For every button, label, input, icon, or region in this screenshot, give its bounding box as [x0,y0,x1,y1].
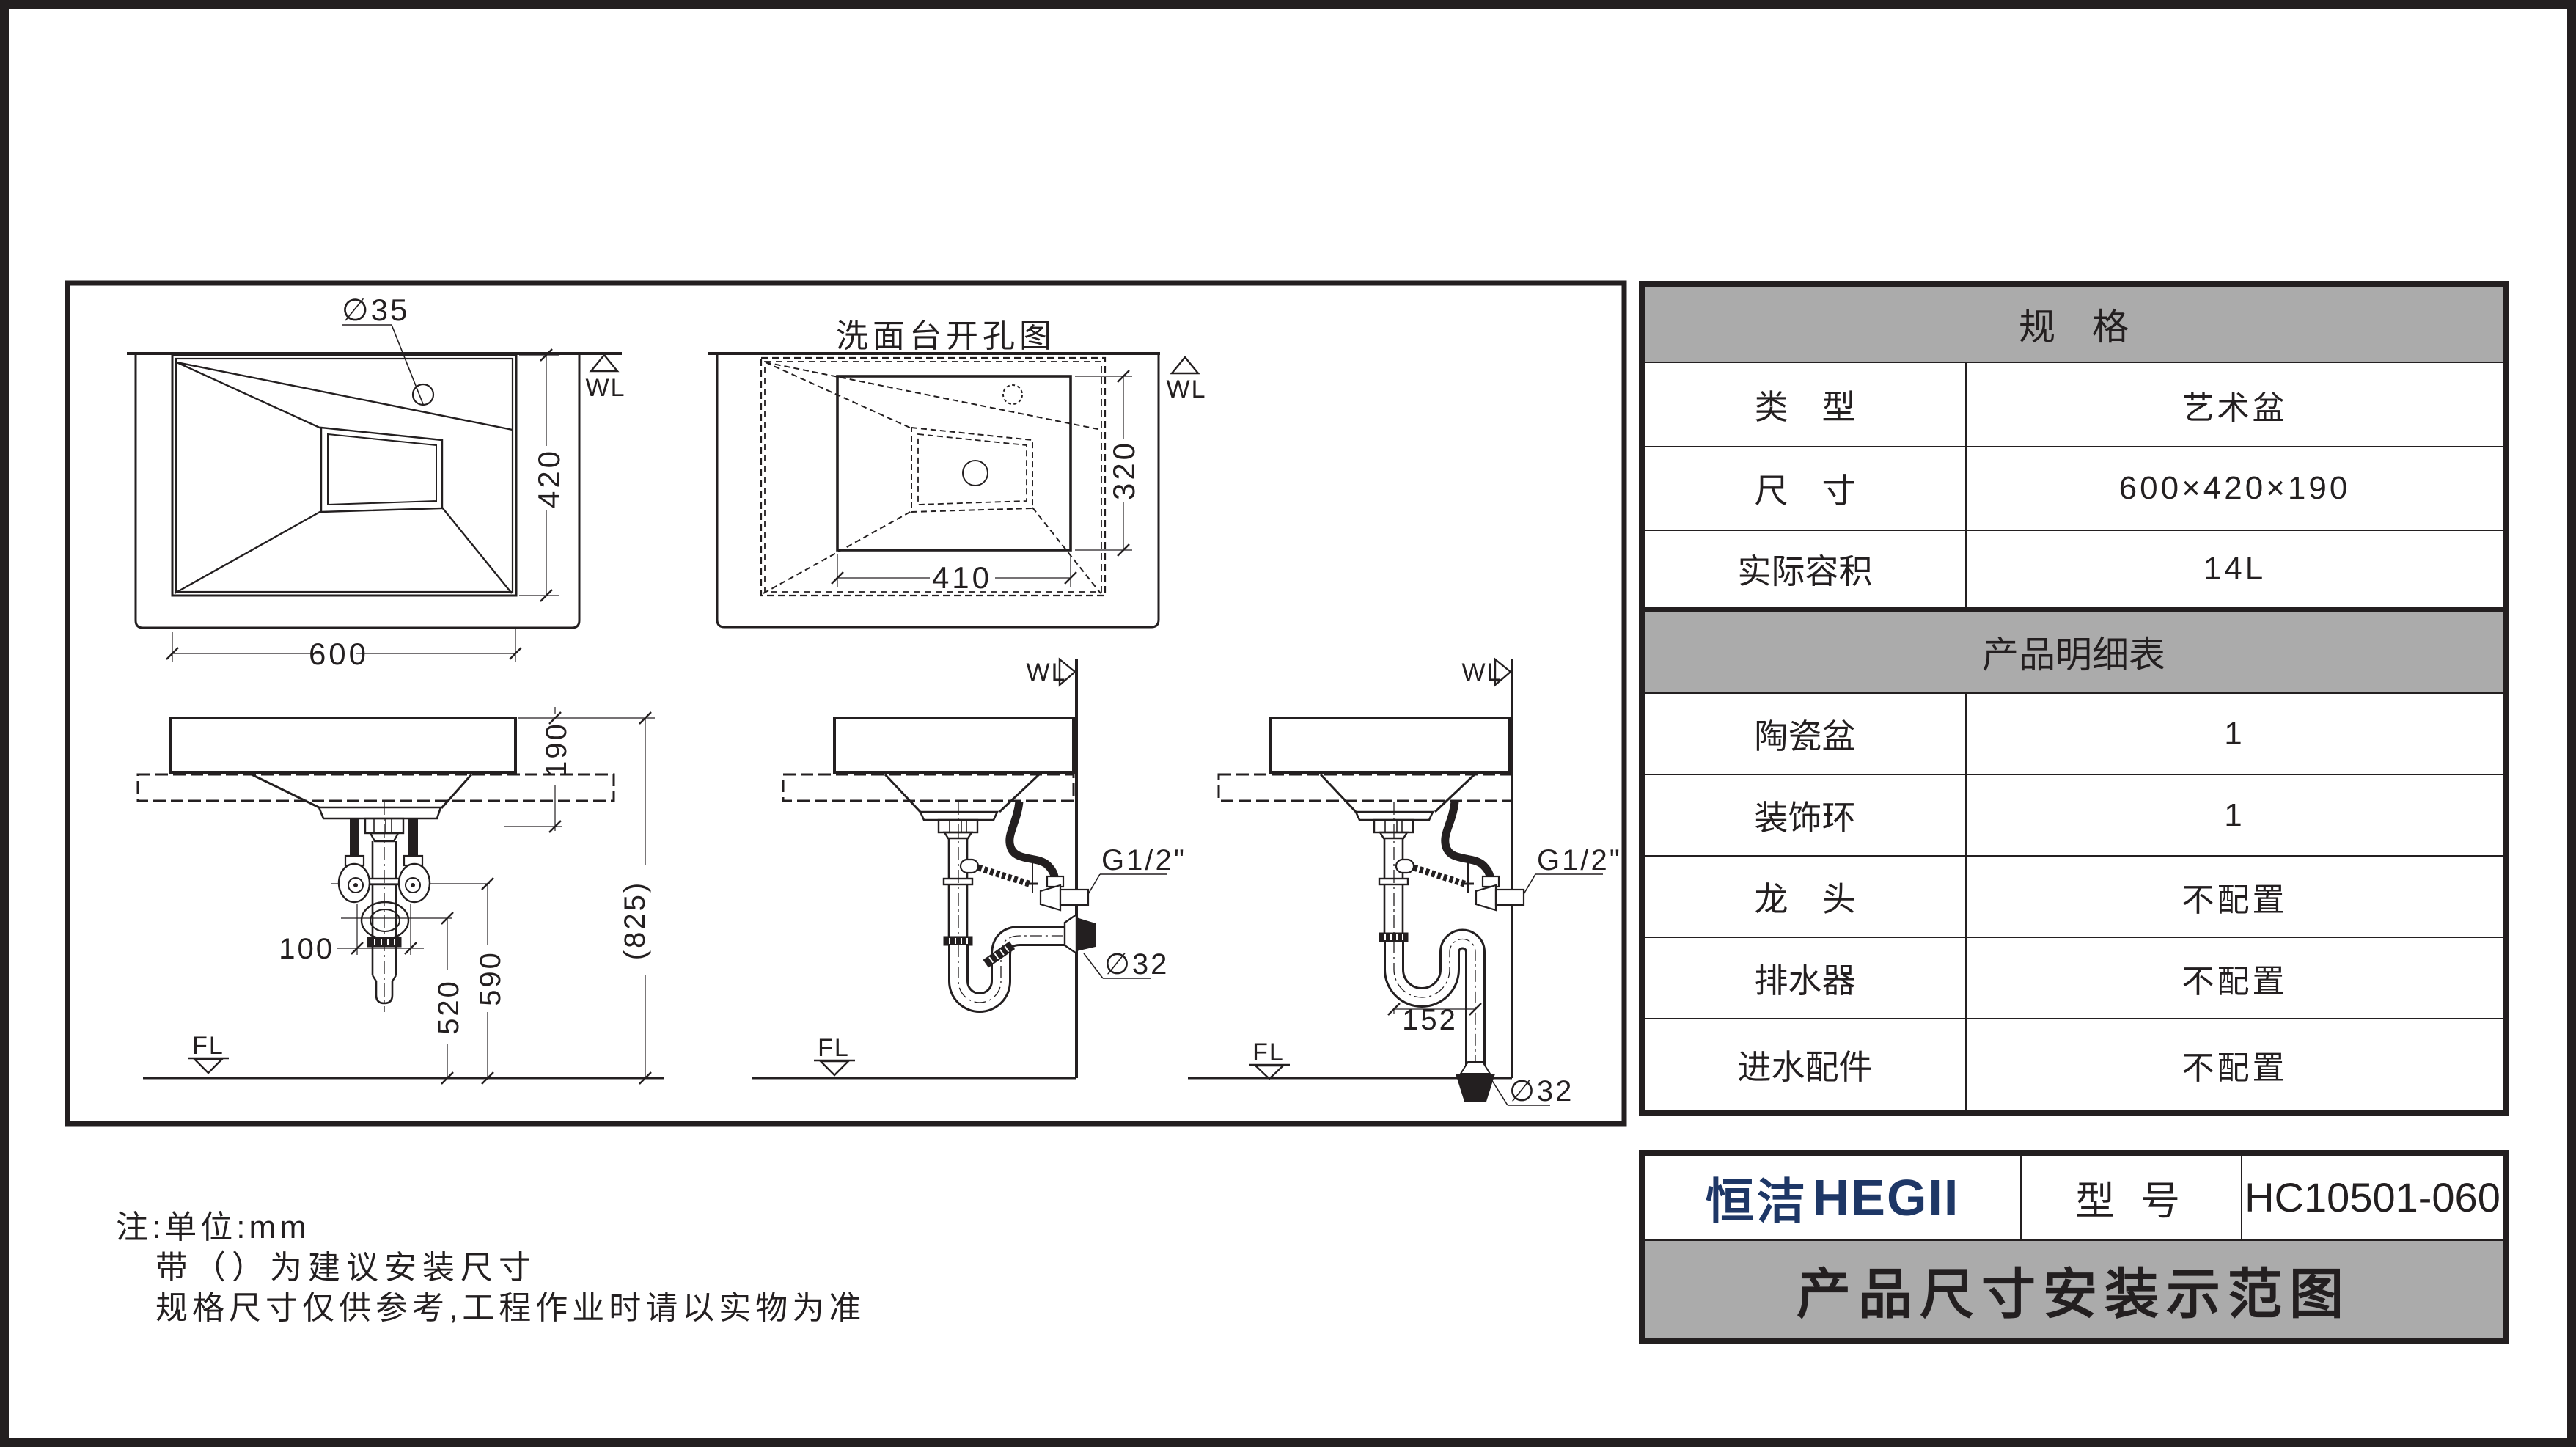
spec-table: 规 格 类 型 艺术盆 尺 寸 600×420×190 实际容积 14L 产品明… [1639,281,2509,1116]
drain-label: ∅32 [1509,1075,1574,1107]
table-row: 尺 寸 600×420×190 [1645,447,2503,531]
dim-825-label: (825) [619,881,651,960]
row-label: 类 型 [1645,363,1967,446]
spec-header-label: 规 格 [2019,307,2129,348]
row-value: 1 [2224,715,2245,752]
row-value: 不配置 [2181,963,2288,1000]
row-value: 600×420×190 [2118,470,2351,506]
notes: 注:单位:mm 带（）为建议安装尺寸 规格尺寸仅供参考,工程作业时请以实物为准 [116,1207,865,1328]
row-value: 14L [2203,551,2267,587]
dim-100-label: 100 [279,933,334,965]
wl-marker [589,353,620,373]
row-value: 不配置 [2181,882,2288,918]
table-row: 装饰环 1 [1645,775,2503,857]
note-line: 带（）为建议安装尺寸 [155,1250,537,1286]
row-label: 实际容积 [1645,531,1967,607]
table-row: 龙 头 不配置 [1645,857,2503,938]
row-label: 陶瓷盆 [1645,694,1967,774]
height-dim-label: 420 [532,448,566,508]
row-label: 尺 寸 [1645,447,1967,530]
cutout-title: 洗面台开孔图 [836,318,1056,354]
floor-drain-view [1188,657,1603,1106]
cutout-rect [836,375,1072,552]
faucet-hole [411,383,435,406]
table-row: 实际容积 14L [1645,531,2503,612]
countertop-cutout-view [708,352,1200,629]
table-row: 类 型 艺术盆 [1645,363,2503,447]
wl-label: WL [1462,659,1502,686]
wall-drain-view [752,657,1167,1080]
fl-label: FL [1252,1038,1285,1066]
spec-header: 规 格 [1645,287,2503,363]
brand-logo: 恒洁 HEGII [1645,1156,2022,1239]
basin-front-view [136,707,664,1085]
note-line: 注:单位:mm [116,1209,310,1245]
sheet-title: 产品尺寸安装示范图 [1645,1241,2503,1338]
row-label: 进水配件 [1645,1019,1967,1110]
title-block: 恒洁 HEGII 型 号 HC10501-060 产品尺寸安装示范图 [1639,1150,2509,1344]
cutout-height-label: 320 [1107,440,1141,500]
detail-header: 产品明细表 [1645,612,2503,694]
table-row: 进水配件 不配置 [1645,1019,2503,1110]
drain-label: ∅32 [1104,948,1169,981]
width-dim-label: 600 [309,637,369,671]
wl-label: WL [1027,659,1067,686]
note-line: 规格尺寸仅供参考,工程作业时请以实物为准 [155,1290,866,1326]
wl-marker [1170,356,1200,375]
model-label: 型 号 [2022,1156,2242,1239]
model-value: HC10501-060 [2245,1174,2500,1220]
cutout-width-label: 410 [932,560,992,595]
row-label: 装饰环 [1645,775,1967,855]
row-value: 1 [2224,796,2245,833]
detail-header-label: 产品明细表 [1982,634,2165,675]
wl-label: WL [586,374,626,402]
brand-logo-en: HEGII [1812,1168,1960,1226]
fl-label: FL [192,1032,224,1060]
basin-top-view [127,324,622,662]
dim-520-label: 520 [433,979,465,1035]
dim-590-label: 590 [474,950,507,1006]
table-row: 陶瓷盆 1 [1645,694,2503,775]
dim-190-label: 190 [540,722,573,777]
drawing-frame [65,280,1627,1127]
wl-label: WL [1167,376,1207,403]
row-label: 排水器 [1645,938,1967,1018]
fl-label: FL [818,1034,850,1062]
inlet-label: G1/2" [1101,844,1186,876]
table-row: 排水器 不配置 [1645,938,2503,1019]
hole-dim-label: ∅35 [342,293,409,327]
row-label: 龙 头 [1645,857,1967,937]
row-value: 不配置 [2181,1049,2288,1086]
offset-label: 152 [1402,1004,1458,1036]
row-value: 艺术盆 [2181,389,2288,426]
inlet-label: G1/2" [1537,844,1622,876]
brand-logo-cn: 恒洁 [1705,1173,1808,1228]
